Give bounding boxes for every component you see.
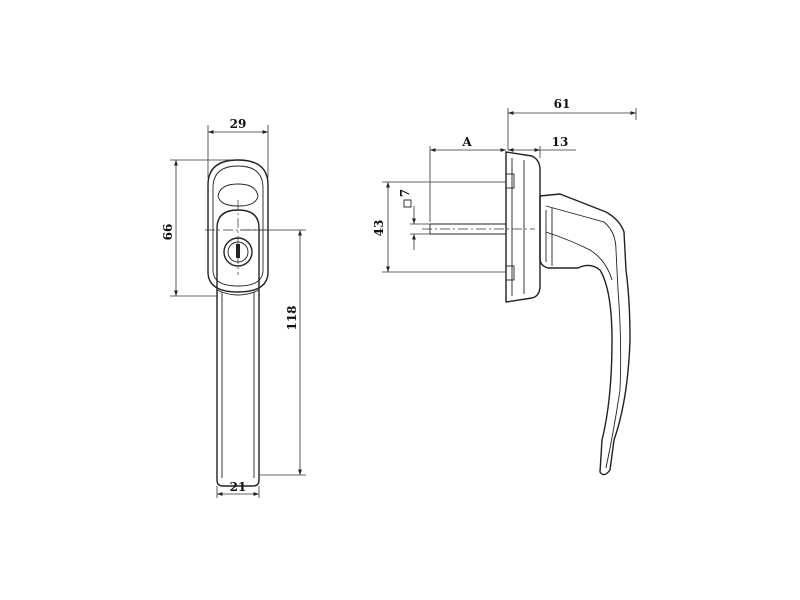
dim-label-spindle-square: 7 (398, 189, 412, 197)
handle-front-body (216, 209, 260, 487)
rosette-recess (217, 183, 259, 207)
rosette-outline (207, 159, 269, 293)
side-view: 61 A 13 43 7 (372, 97, 637, 476)
side-rosette-inner (511, 158, 525, 296)
dim-label-screw-spacing: 43 (372, 220, 386, 237)
dim-label-height-rosette: 66 (161, 224, 175, 241)
side-handle-neck (545, 231, 613, 281)
side-screw-bottom (505, 265, 515, 281)
dim-label-length-total: 118 (285, 305, 299, 330)
side-handle-shoulder (545, 208, 553, 266)
square-symbol-icon (403, 199, 412, 208)
dim-label-depth-total: 61 (554, 97, 571, 111)
dim-label-rosette-depth: 13 (552, 135, 569, 149)
side-handle-arm-inner (545, 205, 622, 469)
handle-front-neck (216, 289, 260, 296)
handle-front-inner-line (221, 292, 255, 478)
side-handle-arm (539, 193, 631, 476)
side-rosette-plate (505, 151, 541, 303)
front-view: 29 66 118 21 (161, 117, 306, 498)
dim-label-spindle-length: A (461, 135, 472, 149)
dim-label-width-top: 29 (230, 117, 247, 131)
dim-label-width-bottom: 21 (230, 480, 247, 494)
side-screw-top (505, 173, 515, 189)
rosette-inner-outline (212, 165, 264, 287)
